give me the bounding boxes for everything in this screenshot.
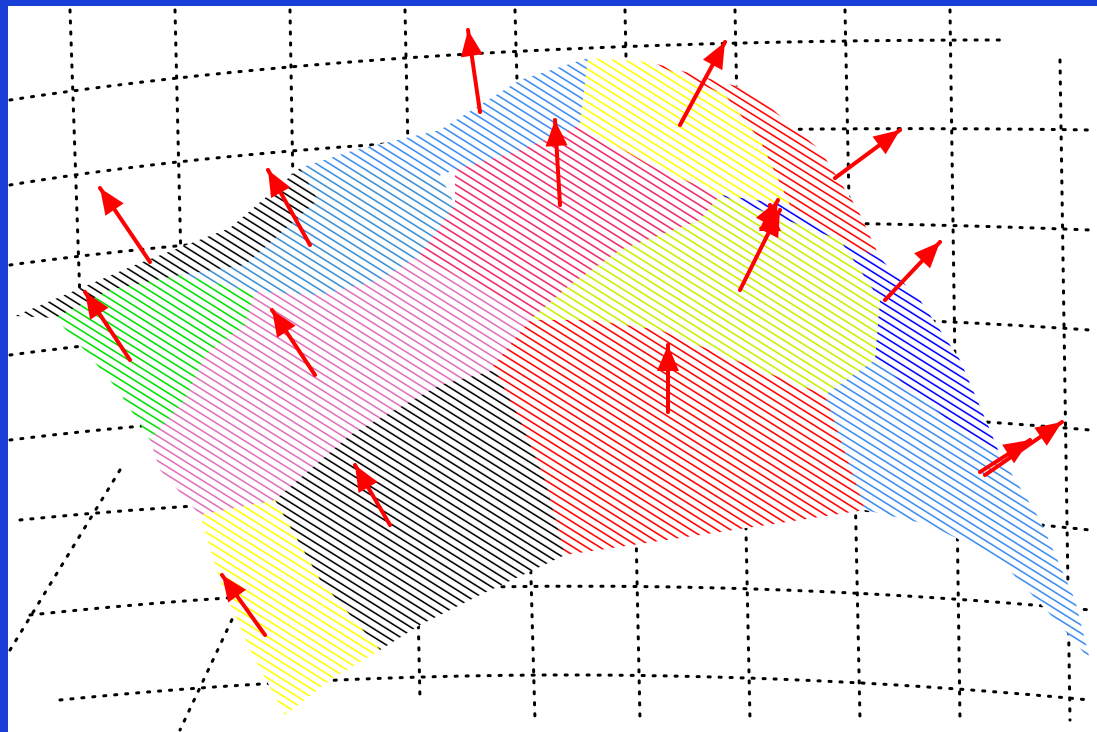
surface-patch-black-top-left bbox=[15, 168, 318, 318]
normal-arrow bbox=[978, 438, 1032, 474]
normal-arrow bbox=[353, 463, 392, 527]
surface-patch-yellow-top bbox=[580, 58, 790, 205]
surface-patch-darkblue-right bbox=[720, 195, 1000, 455]
grid-line bbox=[8, 468, 122, 652]
grid-line bbox=[178, 558, 262, 732]
surface-patch-red-lower bbox=[490, 320, 865, 555]
surface-patch-lightblue-right bbox=[825, 360, 1090, 660]
normal-arrow bbox=[83, 290, 132, 362]
grid-line bbox=[173, 8, 187, 432]
normal-arrow bbox=[220, 573, 267, 637]
grid-line bbox=[58, 673, 1092, 702]
normal-arrow bbox=[460, 28, 483, 114]
normal-arrow bbox=[270, 308, 317, 377]
surface-patch-black-lower bbox=[275, 370, 565, 650]
surface-patch-yellow-bottom bbox=[200, 500, 380, 715]
grid-line bbox=[8, 127, 1092, 187]
surface-patch-lime-right bbox=[530, 195, 880, 395]
grid-line bbox=[288, 8, 302, 602]
surface-patch-green-left bbox=[55, 275, 255, 440]
surface-patch-pink-middle bbox=[150, 255, 530, 515]
normal-arrow bbox=[678, 40, 727, 127]
normal-arrow bbox=[266, 168, 312, 247]
slide-frame-left bbox=[0, 0, 8, 732]
surface-patch-blue-top bbox=[300, 58, 588, 175]
grid-line bbox=[68, 8, 82, 302]
normal-arrow bbox=[98, 186, 152, 264]
surface-patches bbox=[15, 58, 1090, 715]
grid-line bbox=[28, 584, 1092, 617]
surface-patch-crimson-middle bbox=[420, 125, 720, 320]
slide-frame-top bbox=[0, 0, 1097, 6]
normal-arrow bbox=[756, 198, 780, 229]
grid-line bbox=[8, 38, 1002, 102]
normal-arrow bbox=[883, 240, 942, 302]
surface-patch-steelblue-upper bbox=[180, 150, 455, 295]
normal-arrow bbox=[657, 343, 679, 414]
surface-patch-red-top-right bbox=[650, 62, 880, 258]
normal-arrow bbox=[545, 118, 568, 207]
normal-arrows bbox=[83, 28, 1064, 637]
normal-arrow bbox=[833, 128, 902, 180]
